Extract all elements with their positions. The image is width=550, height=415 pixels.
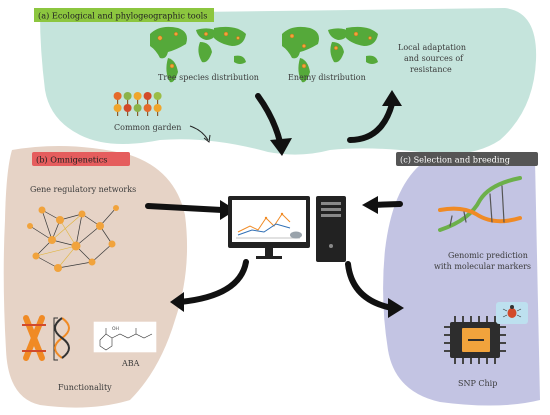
local-adaptation-line-2: and sources of (404, 54, 464, 63)
functionality-label: Functionality (58, 383, 112, 392)
aba-oh-label: OH (112, 326, 119, 332)
enemy-label: Enemy distribution (288, 73, 366, 82)
model-graph (236, 212, 300, 239)
section-b-header: (b) Omnigenetics (36, 155, 108, 165)
genomic-prediction-line-2: with molecular markers (434, 262, 531, 271)
bracket (53, 317, 58, 361)
section-b-tag (32, 152, 130, 166)
snp-chip-label: SNP Chip (458, 379, 497, 388)
dna-helix-icon (438, 176, 522, 232)
r-logo-icon (290, 231, 302, 239)
computer-tower (316, 196, 346, 262)
garden-small-arrow (189, 125, 209, 141)
lavender-blob (383, 156, 540, 406)
garden-small-arrowhead (203, 134, 211, 143)
gene-networks-label: Gene regulatory networks (30, 185, 136, 194)
section-c-header: (c) Selection and breeding (400, 155, 510, 165)
enemy-dots (289, 31, 372, 69)
tree-species-label: Tree species distribution (158, 73, 259, 82)
local-adaptation-line-3: resistance (410, 65, 452, 74)
aba-label: ABA (121, 359, 140, 368)
gene-network-diagram (27, 205, 119, 272)
chromosome-icon (22, 315, 46, 361)
arrowheads (170, 90, 404, 318)
aba-molecule (93, 321, 157, 353)
section-a-header: (a) Ecological and phylogeographic tools (38, 11, 208, 21)
local-adaptation-line-1: Local adaptation (398, 43, 466, 52)
arrows (145, 93, 403, 311)
section-c-tag (396, 152, 538, 166)
bug-icon (496, 302, 528, 324)
genomic-prediction-line-1: Genomic prediction (448, 251, 528, 260)
tree-species-map (150, 26, 246, 83)
section-a-tag (34, 8, 214, 22)
common-garden-trees (113, 92, 162, 116)
dna-helix-small-icon (54, 317, 70, 359)
computer-monitor (228, 196, 310, 259)
snp-chip-icon (444, 316, 506, 364)
tree-species-dots (157, 31, 240, 69)
common-garden-label: Common garden (114, 123, 181, 132)
